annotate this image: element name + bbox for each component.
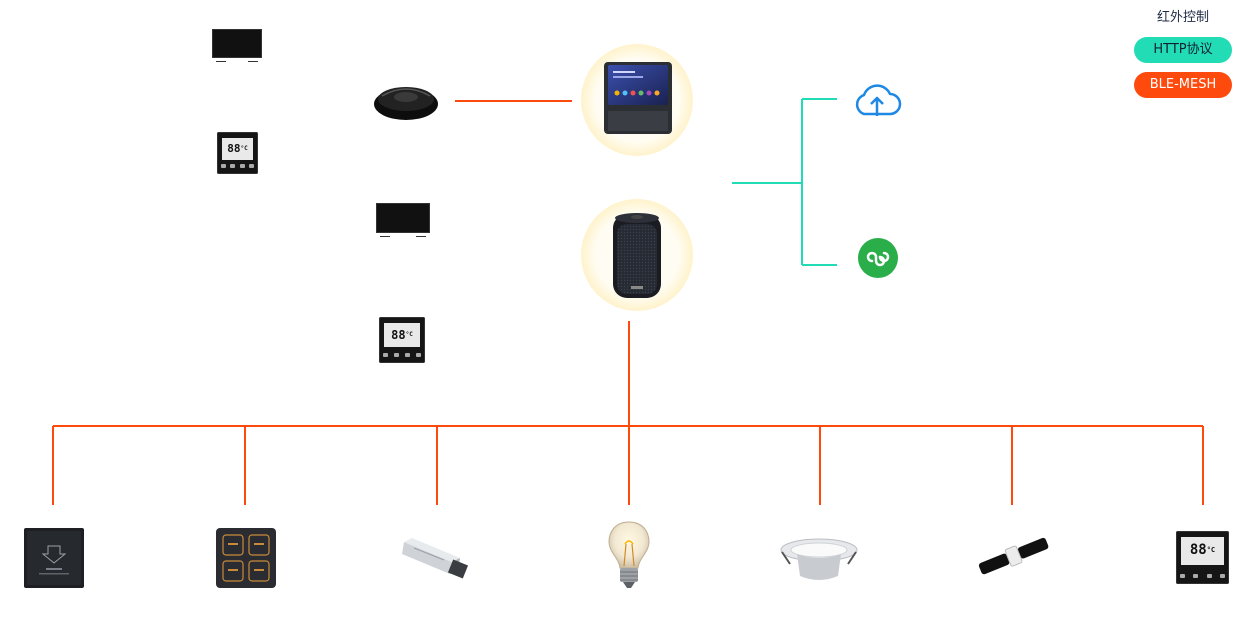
legend-ble-mesh-badge: BLE-MESH: [1134, 72, 1232, 98]
tv-icon: [376, 203, 430, 237]
scene-panel-icon: [216, 528, 276, 588]
ir-blaster-icon: [374, 87, 438, 120]
thermostat-reading: 88: [1189, 542, 1207, 558]
thermostat-unit: °C: [405, 331, 413, 338]
tv-icon: [212, 29, 262, 62]
cloud-upload-icon: [855, 84, 902, 116]
legend-http-badge: HTTP协议: [1134, 37, 1232, 63]
thermostat-icon: 88°C: [379, 317, 425, 363]
legend-ir-label: 红外控制: [1156, 10, 1209, 25]
curtain-motor-icon: [402, 538, 469, 579]
smart-screen-icon: [604, 62, 672, 134]
thermostat-reading: 88: [227, 142, 241, 155]
mini-program-icon: [858, 238, 898, 278]
thermostat-icon: 88°C: [217, 132, 258, 174]
thermostat-unit: °C: [240, 145, 248, 152]
downlight-icon: [780, 538, 858, 580]
http-branch: [732, 98, 837, 266]
card-power-switch-icon: [24, 528, 84, 588]
tube-light-icon: [978, 537, 1049, 575]
light-bulb-icon: [608, 521, 650, 588]
thermostat-unit: °C: [1206, 546, 1216, 554]
smart-speaker-icon: [613, 213, 661, 298]
ble-mesh-bus: [52, 321, 1204, 505]
thermostat-icon: 88°C: [1176, 531, 1229, 584]
thermostat-reading: 88: [391, 328, 406, 342]
